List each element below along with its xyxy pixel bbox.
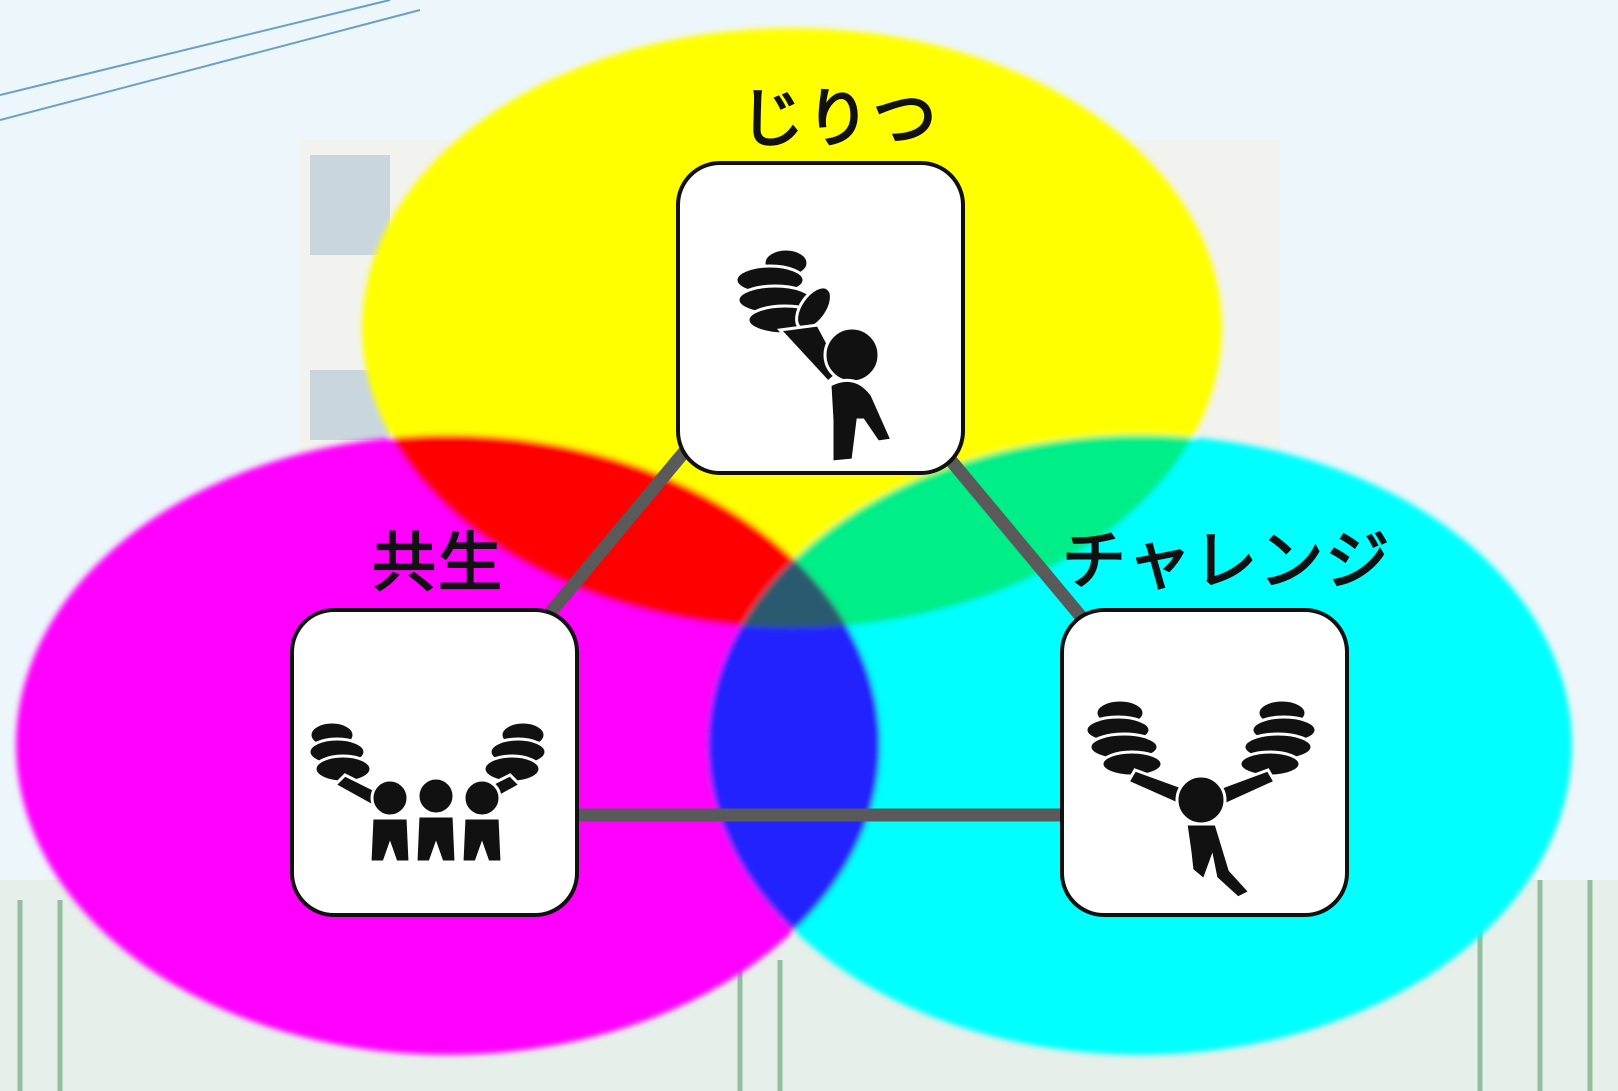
label-jiritsu: じりつ xyxy=(740,83,939,157)
label-challenge: チャレンジ xyxy=(1062,525,1392,599)
connector-top-right xyxy=(933,440,1093,630)
node-right xyxy=(1060,608,1349,917)
group-of-three-people-icon xyxy=(307,720,548,864)
node-top xyxy=(676,161,965,475)
connector-lines xyxy=(535,440,1093,822)
raised-fist-person-icon xyxy=(734,247,895,464)
node-left xyxy=(290,608,579,917)
connector-top-left xyxy=(535,440,695,630)
jumping-person-two-fists-icon xyxy=(1084,698,1318,900)
overlap-yellow-magenta xyxy=(362,435,880,628)
overlap-yellow-cyan xyxy=(708,435,1222,628)
label-kyosei: 共生 xyxy=(372,527,504,601)
